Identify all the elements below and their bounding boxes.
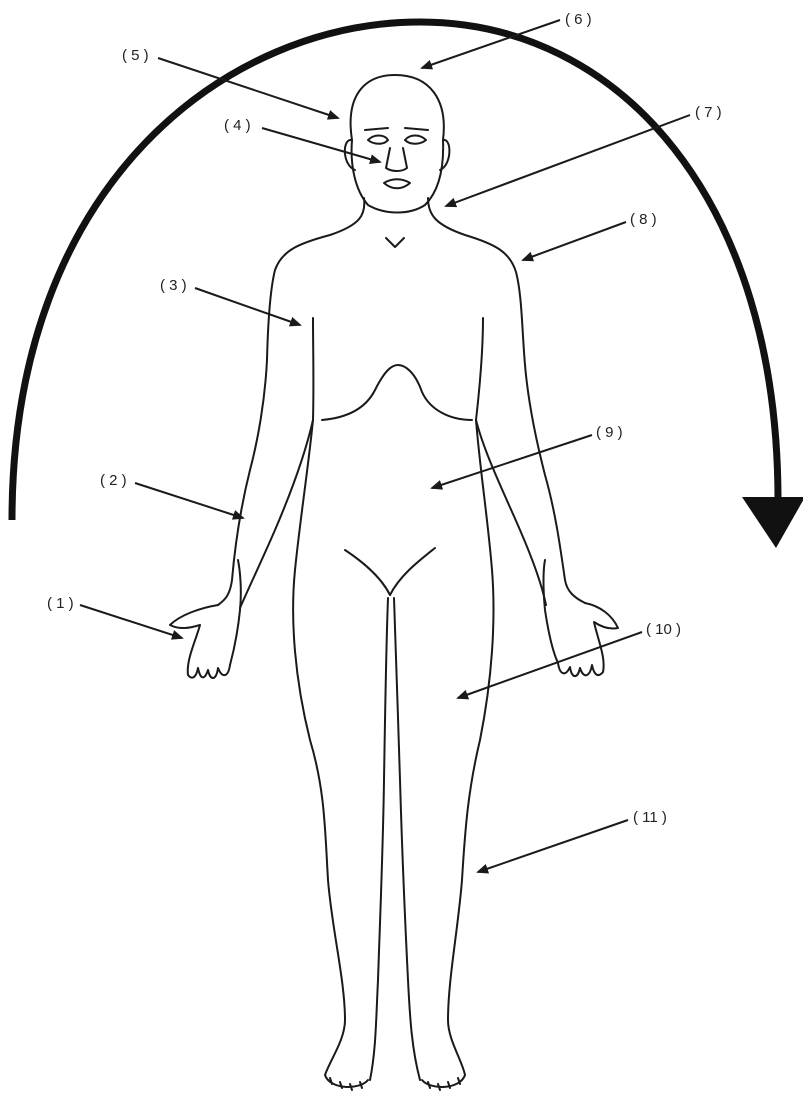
chest-line xyxy=(322,365,472,420)
right-outer-leg xyxy=(422,420,494,1087)
label-4: ( 4 ) xyxy=(224,117,251,134)
left-brow xyxy=(365,128,388,130)
pointer-7 xyxy=(446,115,690,206)
rotation-arc xyxy=(12,22,778,520)
label-8: ( 8 ) xyxy=(630,211,657,228)
left-inner-leg xyxy=(370,598,388,1080)
nose xyxy=(386,148,407,171)
pointer-4 xyxy=(262,128,380,162)
pointer-11 xyxy=(478,820,628,872)
head xyxy=(351,75,444,213)
pointer-9 xyxy=(432,435,592,488)
left-outer-leg xyxy=(293,420,368,1087)
right-eye xyxy=(405,136,426,144)
pointer-10 xyxy=(458,632,642,698)
left-hand xyxy=(170,560,241,678)
body-outline xyxy=(170,75,618,1090)
label-6: ( 6 ) xyxy=(565,11,592,28)
pointer-3 xyxy=(195,288,300,325)
right-brow xyxy=(405,128,428,130)
label-7: ( 7 ) xyxy=(695,104,722,121)
label-2: ( 2 ) xyxy=(100,472,127,489)
pointer-1 xyxy=(80,605,182,638)
label-3: ( 3 ) xyxy=(160,277,187,294)
clavicle-notch xyxy=(386,238,404,247)
pointer-8 xyxy=(523,222,626,260)
pointer-2 xyxy=(135,483,243,518)
label-9: ( 9 ) xyxy=(596,424,623,441)
left-neck-shoulder xyxy=(218,198,364,605)
label-1: ( 1 ) xyxy=(47,595,74,612)
right-hand xyxy=(544,560,619,676)
mouth xyxy=(384,179,410,188)
label-10: ( 10 ) xyxy=(646,621,681,638)
groin xyxy=(345,548,435,595)
left-eye xyxy=(368,136,388,144)
label-11: ( 11 ) xyxy=(633,809,667,826)
rotation-arrowhead xyxy=(742,497,803,548)
label-5: ( 5 ) xyxy=(122,47,149,64)
right-inner-leg xyxy=(394,598,420,1080)
right-neck-shoulder xyxy=(428,198,585,603)
